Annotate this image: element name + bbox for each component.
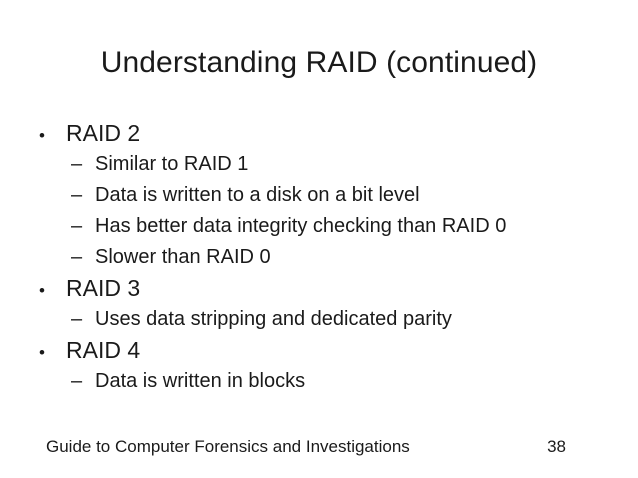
slide-body-list: •RAID 2–Similar to RAID 1–Data is writte… xyxy=(34,118,608,397)
bullet-dash-icon: – xyxy=(71,184,83,206)
bullet-item: • RAID 4 xyxy=(34,335,608,366)
sub-bullet-item: –Has better data integrity checking than… xyxy=(34,211,608,242)
bullet-dash-icon: – xyxy=(71,215,83,237)
sub-bullet-item: –Uses data stripping and dedicated parit… xyxy=(34,304,608,335)
bullet-item: • RAID 3 xyxy=(34,273,608,304)
sub-bullet-item: –Similar to RAID 1 xyxy=(34,149,608,180)
footer-source-note: Guide to Computer Forensics and Investig… xyxy=(46,437,410,456)
bullet-dash-icon: – xyxy=(71,153,83,175)
footer-page-number: 38 xyxy=(547,437,566,456)
bullet-label: Has better data integrity checking than … xyxy=(95,215,507,237)
bullet-label: Slower than RAID 0 xyxy=(95,246,271,268)
bullet-label: Uses data stripping and dedicated parity xyxy=(95,308,452,330)
bullet-label: RAID 4 xyxy=(66,337,141,363)
bullet-label: Data is written to a disk on a bit level xyxy=(95,184,420,206)
bullet-dash-icon: – xyxy=(71,370,83,392)
bullet-dot-icon: • xyxy=(39,126,45,145)
bullet-dot-icon: • xyxy=(39,281,45,300)
bullet-dash-icon: – xyxy=(71,308,83,330)
sub-bullet-item: –Data is written in blocks xyxy=(34,366,608,397)
bullet-dot-icon: • xyxy=(39,343,45,362)
bullet-label: RAID 2 xyxy=(66,120,141,146)
sub-bullet-item: –Data is written to a disk on a bit leve… xyxy=(34,180,608,211)
bullet-label: Data is written in blocks xyxy=(95,370,306,392)
bullet-dash-icon: – xyxy=(71,246,83,268)
slide-footer: Guide to Computer Forensics and Investig… xyxy=(46,436,594,458)
sub-bullet-item: –Slower than RAID 0 xyxy=(34,242,608,273)
page-title: Understanding RAID (continued) xyxy=(100,46,538,79)
bullet-label: Similar to RAID 1 xyxy=(95,153,249,175)
bullet-item: • RAID 2 xyxy=(34,118,608,149)
bullet-label: RAID 3 xyxy=(66,275,141,301)
